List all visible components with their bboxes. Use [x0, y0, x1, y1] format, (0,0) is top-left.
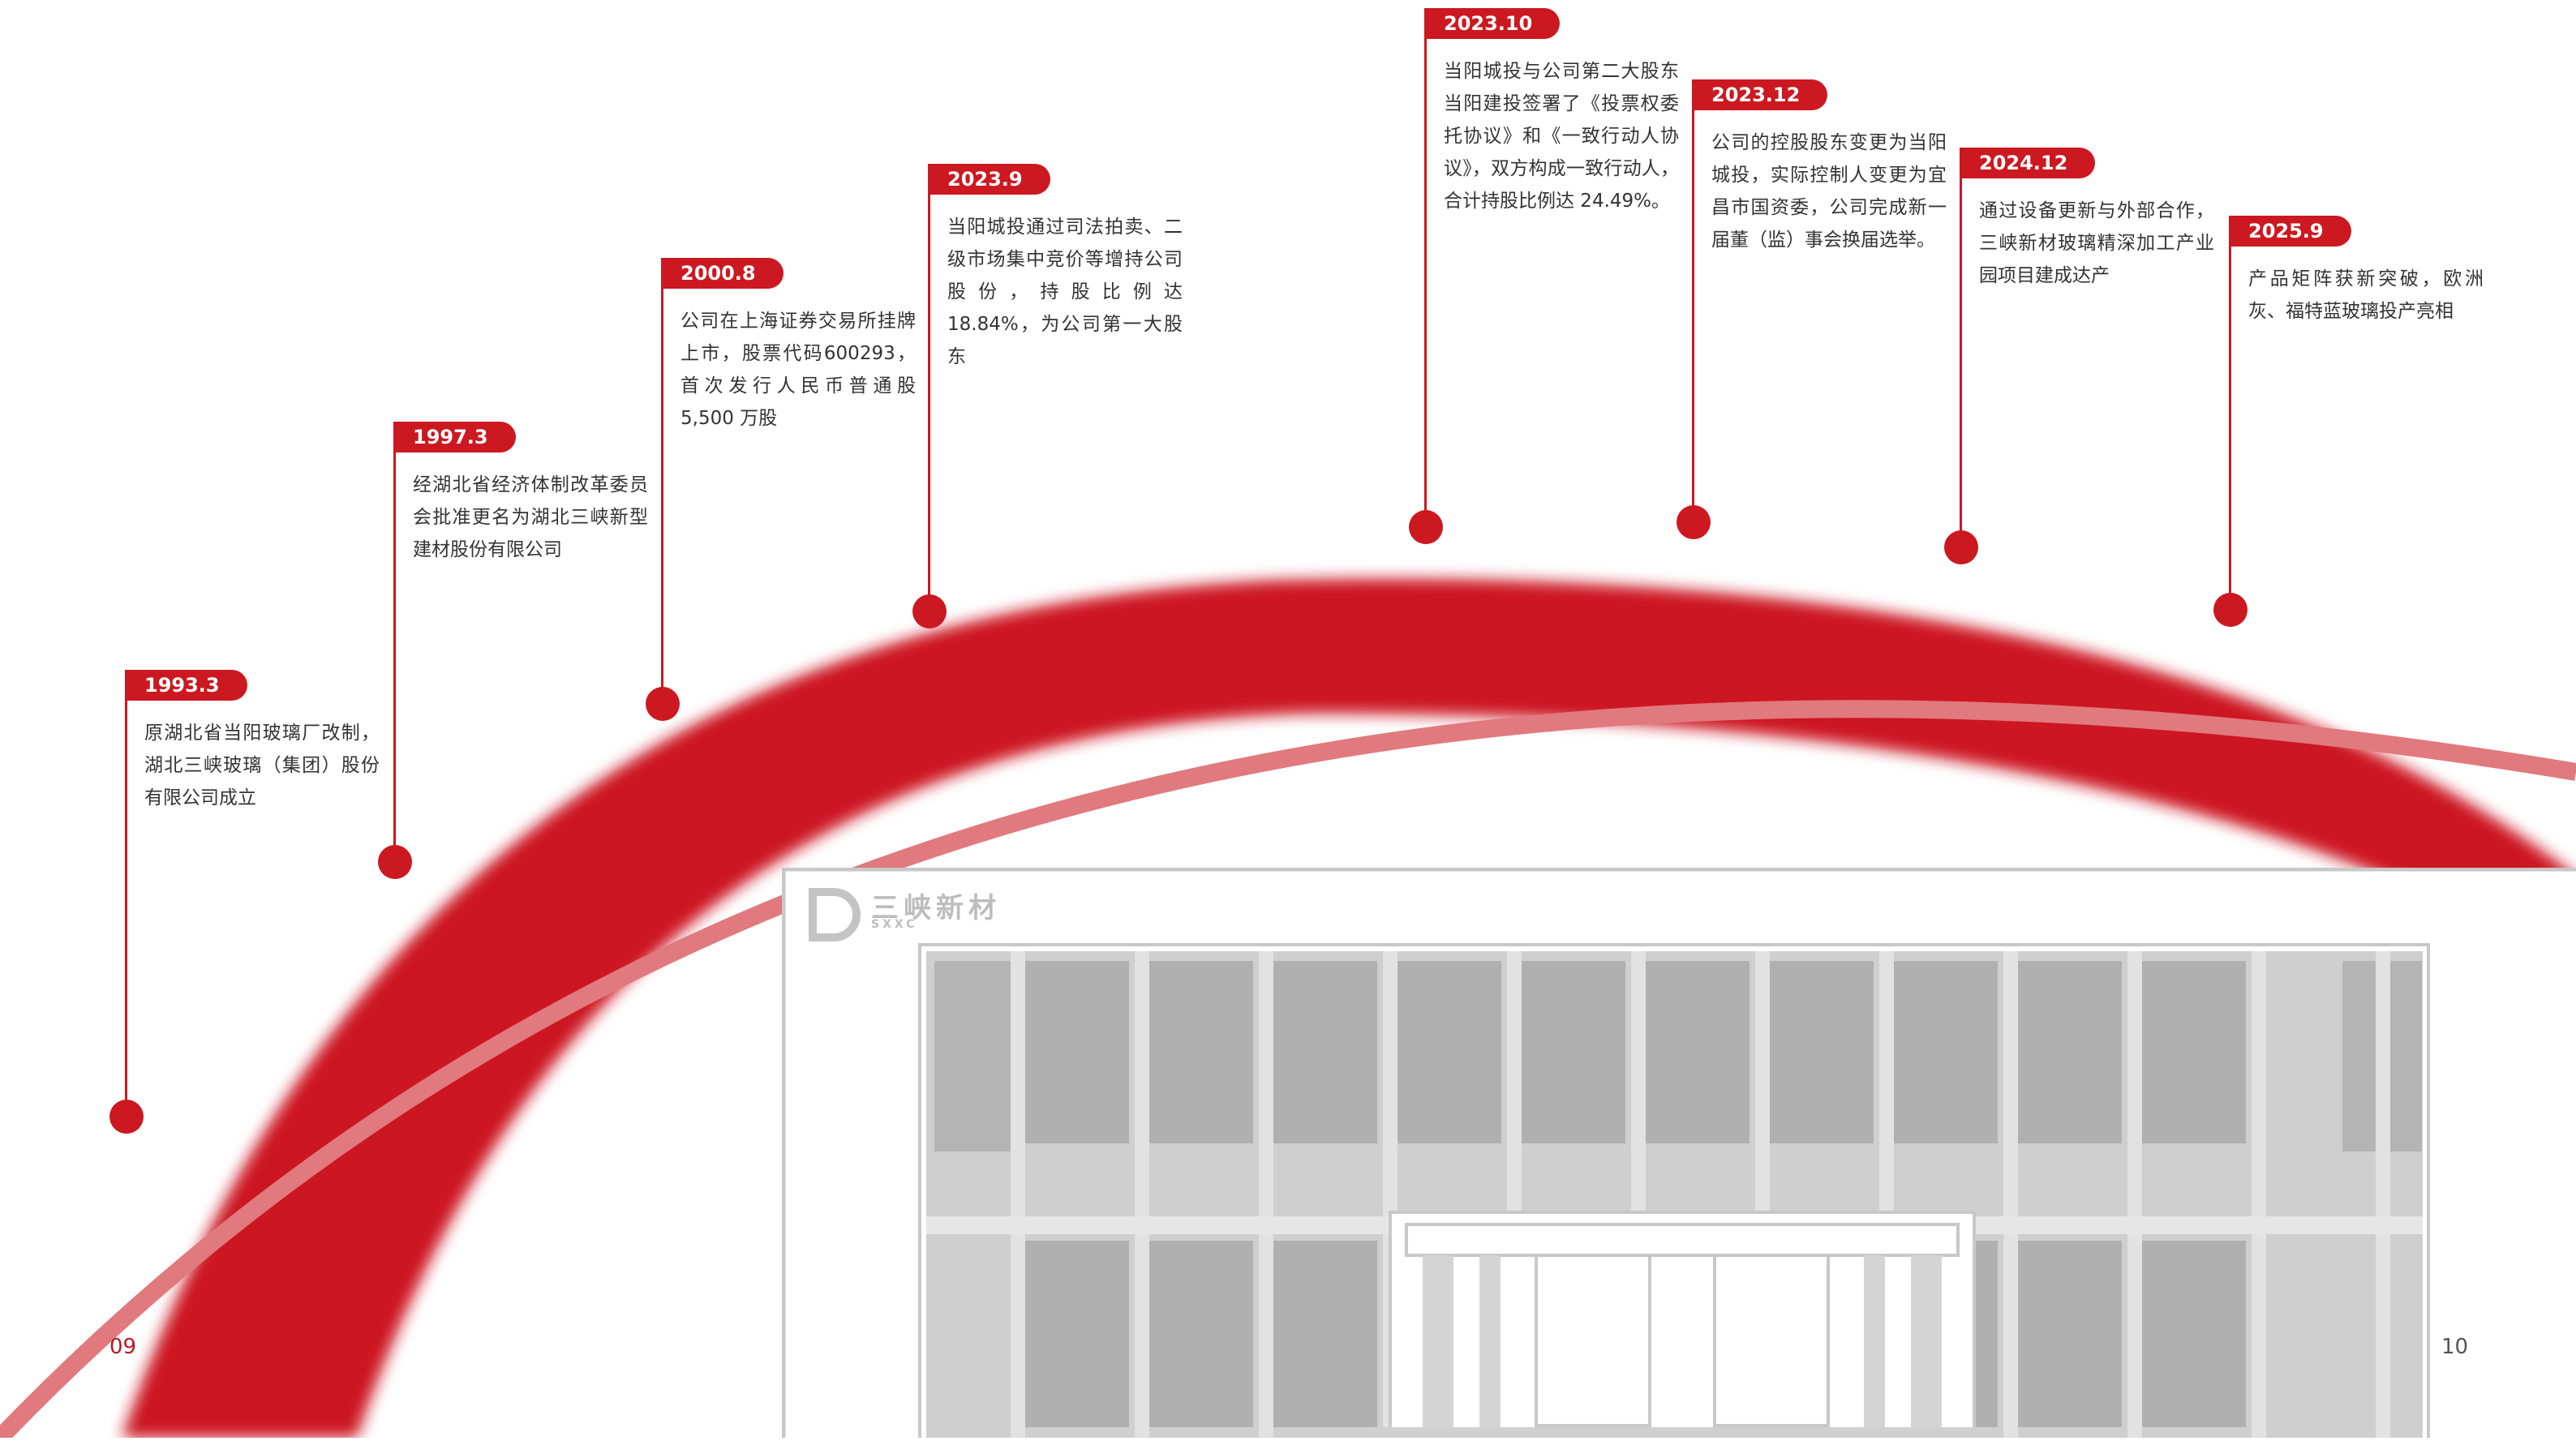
event-stem [1960, 148, 1962, 547]
event-description: 经湖北省经济体制改革委员会批准更名为湖北三峡新型建材股份有限公司 [413, 474, 648, 560]
building-column [1259, 951, 1273, 1438]
building-window [2142, 1030, 2246, 1143]
page-number-left: 09 [109, 1335, 137, 1359]
building-column [1011, 951, 1025, 1438]
event-stem [928, 164, 930, 611]
building-window [1522, 1030, 1625, 1143]
building-window [1025, 1241, 1129, 1427]
event-date: 1993.3 [125, 670, 247, 701]
building-window [1025, 1030, 1129, 1143]
event-stem [393, 422, 396, 862]
building-column [2376, 951, 2390, 1438]
building-window [1273, 1030, 1377, 1143]
building-window [2018, 1241, 2122, 1427]
event-date: 2000.8 [661, 258, 784, 289]
event-stem [661, 258, 663, 704]
event-date: 2025.9 [2229, 216, 2351, 247]
building-column [2252, 951, 2266, 1438]
building-window [1273, 1241, 1377, 1427]
building-column [2003, 951, 2018, 1438]
event-date: 1997.3 [393, 422, 516, 452]
building-window [2142, 1241, 2246, 1427]
event-stem [1692, 79, 1694, 522]
event-date: 2024.12 [1960, 148, 2096, 178]
event-description: 原湖北省当阳玻璃厂改制，湖北三峡玻璃（集团）股份有限公司成立 [144, 723, 380, 808]
event-stem [2229, 216, 2231, 610]
building-window [1397, 1030, 1501, 1143]
event-description: 公司的控股股东变更为当阳城投，实际控制人变更为宜昌市国资委，公司完成新一届董（监… [1711, 132, 1947, 251]
building-window [2018, 1030, 2122, 1143]
event-description: 产品矩阵获新突破，欧洲灰、福特蓝玻璃投产亮相 [2248, 268, 2484, 322]
timeline-arc [0, 700, 2576, 1438]
building-window [1149, 1030, 1253, 1143]
event-description: 公司在上海证券交易所挂牌上市，股票代码600293，首次发行人民币普通股 5,5… [680, 311, 916, 429]
page-number-right: 10 [2441, 1335, 2469, 1359]
building-column [2127, 951, 2142, 1438]
building-illustration: 三峡新材 SXXC [781, 867, 2576, 1441]
building-window [1646, 1030, 1750, 1143]
event-date: 2023.10 [1424, 8, 1561, 39]
building-column [1135, 951, 1149, 1438]
event-stem [125, 670, 127, 1117]
building-window [1894, 1030, 1998, 1143]
event-stem [1424, 8, 1427, 527]
building-window [1770, 1030, 1874, 1143]
building-window [1149, 1241, 1253, 1427]
red-band [122, 578, 2576, 1438]
event-date: 2023.12 [1692, 79, 1828, 110]
event-description: 通过设备更新与外部合作，三峡新材玻璃精深加工产业园项目建成达产 [1979, 200, 2214, 286]
company-logo [809, 888, 861, 941]
building-icon [781, 867, 2576, 1441]
event-date: 2023.9 [928, 164, 1050, 195]
event-description: 当阳城投与公司第二大股东当阳建投签署了《投票权委托协议》和《一致行动人协议》，双… [1444, 61, 1679, 212]
event-description: 当阳城投通过司法拍卖、二级市场集中竞价等增持公司股份，持股比例达18.84%，为… [947, 217, 1183, 367]
logo-subtext: SXXC [871, 918, 918, 931]
logo-text: 三峡新材 [871, 892, 1001, 924]
